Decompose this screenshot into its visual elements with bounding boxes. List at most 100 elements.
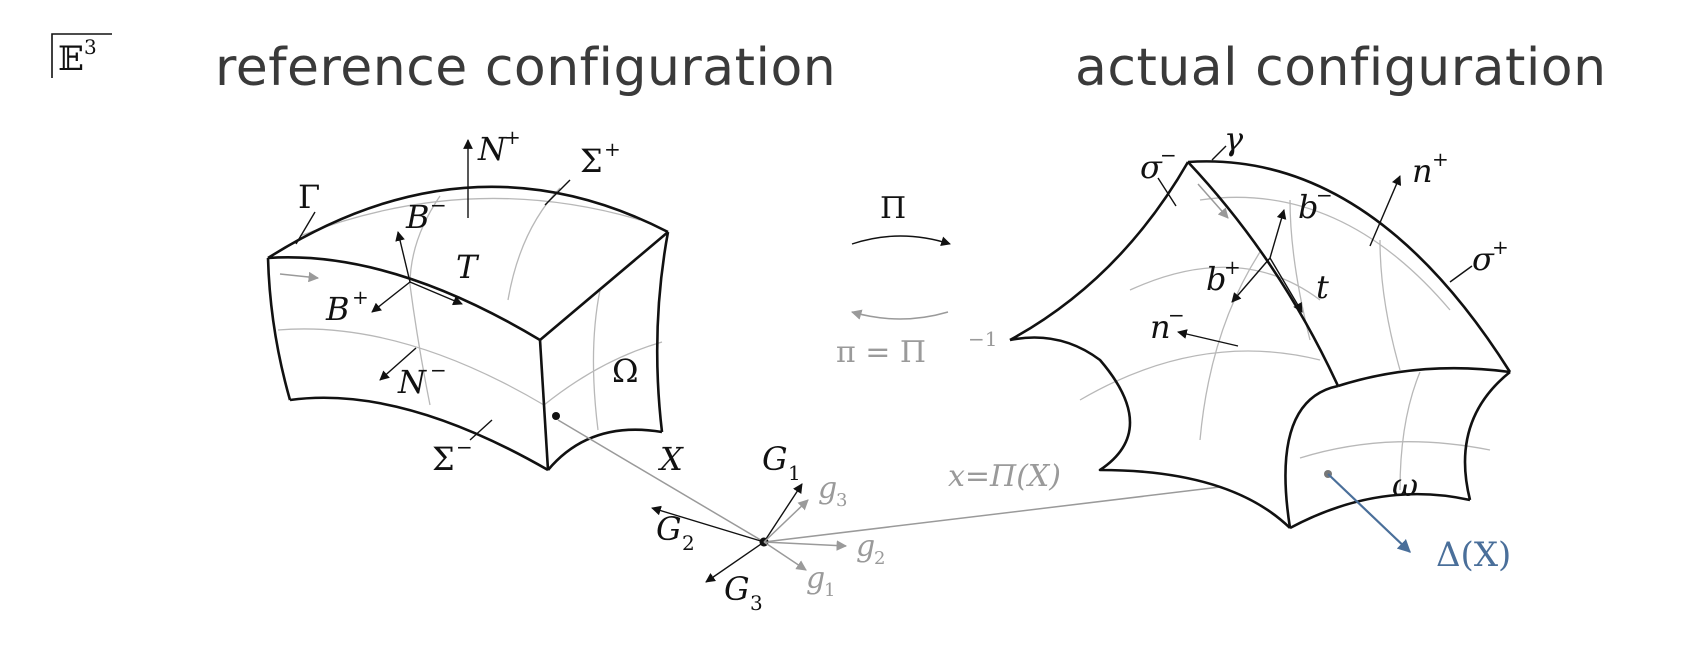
reference-body [266,139,670,472]
T-label: T [456,248,480,286]
G3-sub: 3 [750,591,763,615]
b-plus-arrow [1231,257,1271,303]
actual-bottom-edge [1289,492,1471,530]
displacement-label: Δ(X) [1436,535,1511,575]
gamma-leader [295,211,316,245]
B-minus-arrow [395,231,411,283]
reference-heading: reference configuration [215,38,836,98]
position-vector-X [557,419,765,543]
G1-sub: 1 [788,461,801,485]
reference-front-top-edge [267,256,541,342]
reference-back-edge [267,185,669,260]
n-plus-sup: + [1432,147,1449,171]
B-plus-arrow [371,281,411,313]
g2-label: g [856,529,875,564]
B-minus-label: B [405,198,430,236]
sigma-plus-sup: + [604,137,621,161]
actual-top-grid-1 [1199,196,1451,311]
space-corner-bracket [51,33,112,78]
reference-corner-edge [538,339,550,471]
actual-left-bottom-edge [1009,336,1291,529]
actual-heading: actual configuration [1075,38,1607,98]
reference-bottom-edge [289,396,549,472]
sigma-minus-leader [469,419,493,441]
reference-front-face [268,257,548,470]
reference-left-edge [266,257,292,401]
N-minus-sup: − [430,358,447,382]
actual-gamma-direction-arrow [1197,183,1229,219]
actual-right-edge [1463,370,1511,501]
actual-side-top-edge [1337,366,1511,388]
b-minus-sup: − [1316,183,1333,207]
actual-back-edge [1187,160,1512,373]
displacement-arrow [1327,473,1411,553]
g2-arrow [763,540,848,551]
t-arrow [1269,257,1303,313]
b-plus-sup: + [1224,255,1241,279]
g2-sub: 2 [874,548,885,569]
sigma-plus-label: Σ [580,142,603,180]
b-minus-label: b [1298,188,1318,226]
reference-top-face [268,186,668,340]
T-arrow [409,281,463,306]
space-label: 𝔼 3 [51,33,112,79]
actual-right-grid-2 [1399,371,1421,491]
omega-upper-label: Ω [612,352,639,390]
G1-label: G [762,440,788,478]
g1-sub: 1 [824,580,835,601]
actual-left-face [1010,162,1338,528]
actual-top-face [1188,161,1510,386]
reference-top-grid-2 [409,195,441,286]
n-minus-label: n [1150,308,1171,346]
reference-side-grid-2 [592,289,601,431]
sigma-plus-actual-sup: + [1492,235,1509,259]
G2-label: G [656,510,682,548]
inverse-map-label: π = Π [836,335,926,370]
actual-corner-edge [1284,384,1339,529]
point-map-label: x=Π(X) [948,459,1061,494]
G2-sub: 2 [682,531,695,555]
g3-sub: 3 [836,490,847,511]
t-label: t [1316,268,1329,306]
reference-point [552,412,560,420]
reference-front-grid-2 [409,284,431,406]
G1-arrow [763,483,803,543]
actual-left-grid-3 [1199,251,1261,441]
N-plus-sup: + [504,125,521,149]
gamma-actual-label: γ [1224,120,1244,158]
g3-arrow [763,499,809,543]
actual-left-top-edge [1009,161,1190,342]
G3-label: G [724,570,750,608]
space-symbol: 𝔼 [58,39,84,79]
gamma-leader [1211,145,1227,161]
gamma-direction-arrow [279,271,320,283]
N-plus-label: N [477,130,507,168]
sigma-minus-actual-sup: − [1160,143,1177,167]
N-minus-arrow [379,347,417,381]
n-minus-arrow [1177,329,1239,347]
g1-arrow [763,541,807,571]
n-minus-sup: − [1168,303,1185,327]
sigma-plus-leader [544,179,571,206]
n-plus-arrow [1369,175,1402,247]
B-minus-sup: − [430,193,447,217]
space-dimension: 3 [84,35,97,59]
actual-gamma-edge [1187,161,1340,387]
omega-lower-label: ω [1392,466,1418,504]
N-minus-label: N [397,363,427,401]
reference-front-grid-1 [277,328,545,406]
actual-top-grid-3 [1379,239,1401,371]
forward-map-arrow [851,235,951,246]
sigma-minus-label: Σ [432,440,455,478]
sigma-minus-leader [1157,177,1177,207]
reference-top-grid-1 [299,197,641,237]
g3-label: g [818,471,837,506]
G2-arrow [651,505,765,543]
reference-side-grid-1 [543,341,663,406]
reference-side-bottom-edge [547,428,663,471]
inverse-map-arrow [850,309,949,320]
sigma-minus-actual-label: σ [1140,148,1163,186]
reference-side-top-edge [539,231,669,341]
g1-label: g [806,561,825,596]
